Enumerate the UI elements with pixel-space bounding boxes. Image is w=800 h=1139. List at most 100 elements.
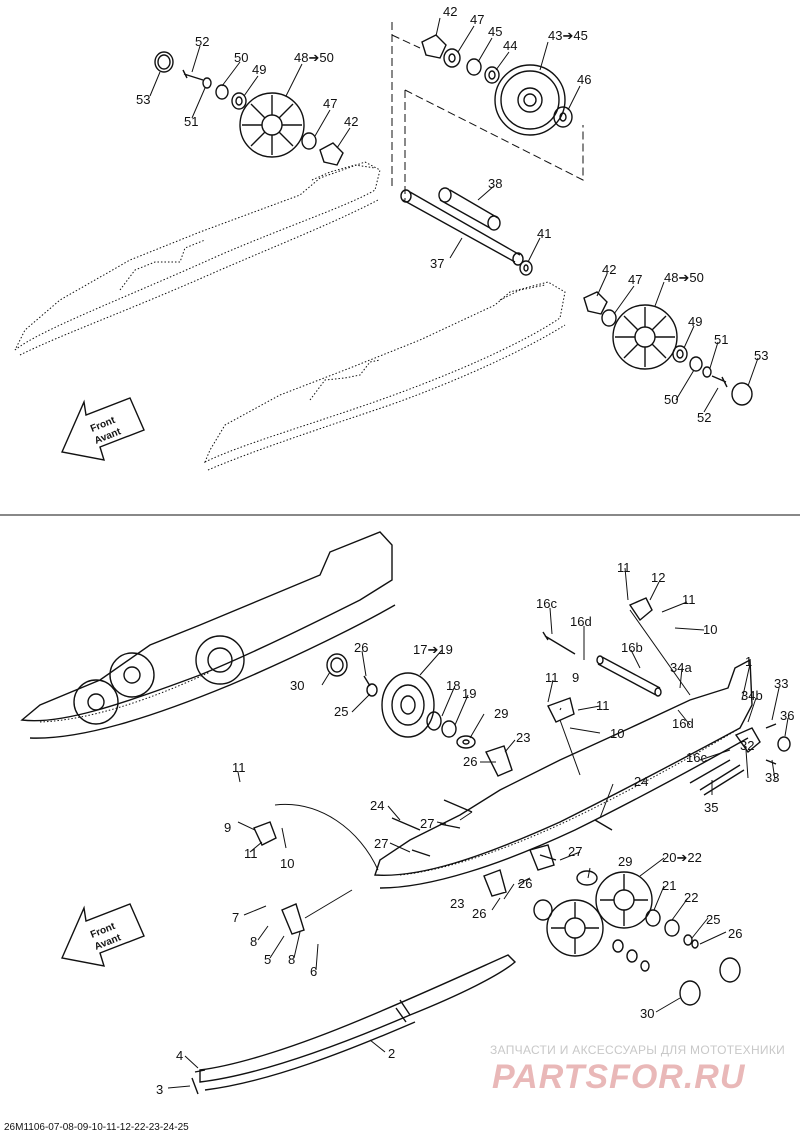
shaft-16b (596, 655, 662, 697)
callout-42-c: 42 (602, 262, 616, 277)
callout-16c: 16c (536, 596, 557, 611)
callout-11-b: 11 (682, 592, 696, 607)
callout-49: 49 (252, 62, 266, 77)
callout-34a: 34a (670, 660, 692, 675)
bearing-44 (484, 66, 500, 84)
callout-53: 53 (136, 92, 150, 107)
wheel-17-19 (381, 672, 435, 738)
right-rail-top (204, 281, 566, 471)
callout-16d: 16d (570, 614, 592, 629)
block-23b (483, 844, 555, 897)
callout-24-b: 24 (634, 774, 648, 789)
screws-3-4 (191, 1069, 206, 1095)
idler-wheel-48-50a (239, 92, 305, 158)
callout-10: 10 (703, 622, 717, 637)
washer-47b (301, 132, 317, 150)
callout-50: 50 (234, 50, 248, 65)
callout-9-b: 9 (224, 820, 231, 835)
bolt-52a (182, 69, 204, 81)
callout-52: 52 (195, 34, 209, 49)
block-5 (281, 903, 305, 935)
seal-30-ring (533, 899, 553, 921)
callout-3: 3 (156, 1082, 163, 1097)
callout-44: 44 (503, 38, 517, 53)
front-arrow-bottom: Front Avant (61, 903, 145, 967)
wheel-20-22b (546, 899, 604, 957)
callout-11-f: 11 (244, 846, 258, 861)
callout-10-c: 10 (280, 856, 294, 871)
washer-47c (601, 309, 617, 327)
assembly-arrow-9a (559, 719, 581, 776)
callout-16b: 16b (621, 640, 643, 655)
assembly-arrow-9 (274, 803, 379, 871)
bolt-16c-a (542, 631, 576, 655)
assembly-arrow-5 (304, 889, 353, 919)
callout-45: 45 (488, 24, 502, 39)
grouping-dashed-line (391, 22, 584, 200)
callout-21: 21 (662, 878, 676, 893)
seal-30b (679, 957, 741, 1006)
callout-10-b: 10 (610, 726, 624, 741)
bolts-24-27 (391, 799, 613, 861)
callout-30: 30 (290, 678, 304, 693)
callout-51: 51 (184, 114, 198, 129)
callout-5: 5 (264, 952, 271, 967)
block-9b (253, 821, 277, 846)
axle-cap-42c (583, 291, 608, 315)
callout-23: 23 (516, 730, 530, 745)
callout-22: 22 (684, 890, 698, 905)
callout-51-b: 51 (714, 332, 728, 347)
callout-9: 9 (572, 670, 579, 685)
callout-27-b: 27 (374, 836, 388, 851)
ring-50b (689, 356, 703, 372)
callout-17-19: 17➔19 (413, 642, 453, 657)
bearing-49a (231, 92, 247, 110)
bearing-21 (645, 909, 661, 927)
callouts-bottom: 11 12 11 10 16c 16d 16b 1 34a 33 34b 36 … (156, 560, 794, 1097)
callout-52-b: 52 (697, 410, 711, 425)
callout-34b: 34b (741, 688, 763, 703)
callout-6: 6 (310, 964, 317, 979)
assembly-arrow-12 (629, 609, 691, 696)
callout-23-b: 23 (450, 896, 464, 911)
callout-41: 41 (537, 226, 551, 241)
callout-26: 26 (354, 640, 368, 655)
callout-47-c: 47 (628, 272, 642, 287)
callout-53-b: 53 (754, 348, 768, 363)
callout-8-b: 8 (288, 952, 295, 967)
bolt-26a (363, 675, 371, 687)
washer-29b (576, 870, 598, 886)
shaft-37 (400, 189, 524, 266)
washer-51b (702, 366, 712, 378)
block-9a (547, 697, 575, 723)
callout-29-b: 29 (618, 854, 632, 869)
callout-26-e: 26 (728, 926, 742, 941)
callout-11-e: 11 (232, 760, 246, 775)
washer-25a (366, 683, 378, 697)
bearing-49b (672, 345, 688, 363)
watermark-logo: PARTSFOR.RU (492, 1058, 746, 1096)
washer-29a (456, 735, 476, 749)
callout-20-22: 20➔22 (662, 850, 702, 865)
leader-lines (149, 17, 789, 1089)
washer-46 (553, 106, 573, 128)
callout-36: 36 (780, 708, 794, 723)
bolt-16c-b (689, 759, 731, 784)
shaft-38 (438, 187, 501, 231)
front-arrow-top: Front Avant (61, 397, 145, 461)
watermark-subtitle: ЗАПЧАСТИ И АКСЕССУАРЫ ДЛЯ МОТОТЕХНИКИ (490, 1043, 786, 1057)
callout-7: 7 (232, 910, 239, 925)
callout-42: 42 (443, 4, 457, 19)
callout-33: 33 (774, 676, 788, 691)
callout-49-b: 49 (688, 314, 702, 329)
axle-cap-42b (319, 142, 344, 166)
slide-rail-2 (199, 954, 517, 1091)
left-rail-top (14, 161, 381, 356)
seal-30a (326, 653, 348, 677)
callout-11-c: 11 (545, 670, 559, 685)
block-23a (485, 745, 513, 777)
ring-22 (664, 919, 680, 937)
callout-42-b: 42 (344, 114, 358, 129)
